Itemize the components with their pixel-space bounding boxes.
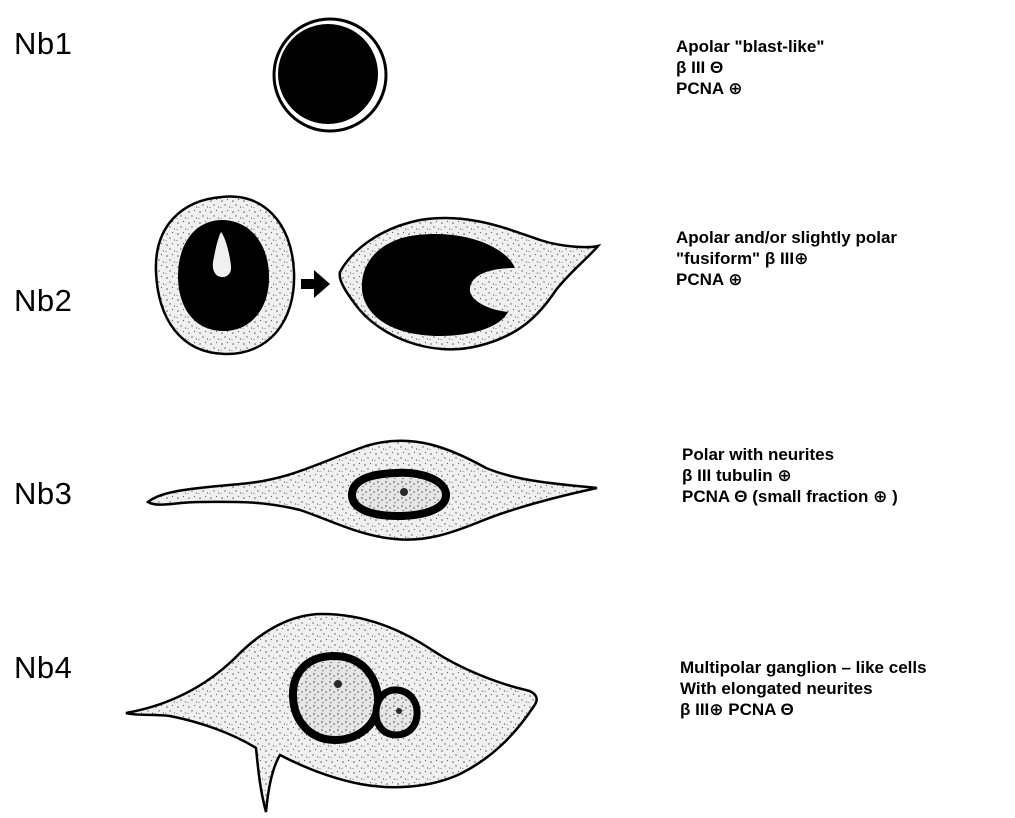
description-line: PCNA ⊕: [676, 269, 897, 290]
description-line: With elongated neurites: [680, 678, 927, 699]
nb1-nucleus: [278, 24, 378, 124]
nb2-apolar-cell: [156, 196, 294, 354]
nb1-cell: [274, 19, 386, 131]
nb4-nucleus-large: [293, 656, 378, 740]
description-line: Apolar and/or slightly polar: [676, 227, 897, 248]
description-nb1: Apolar "blast-like" β III Θ PCNA ⊕: [676, 36, 824, 99]
stage-label-nb1: Nb1: [14, 28, 72, 59]
nb3-cell: [148, 441, 597, 540]
nb4-cell: [126, 614, 537, 812]
stage-label-nb2: Nb2: [14, 285, 72, 316]
description-line: PCNA Θ (small fraction ⊕ ): [682, 486, 898, 507]
description-line: PCNA ⊕: [676, 78, 824, 99]
description-nb2: Apolar and/or slightly polar "fusiform" …: [676, 227, 897, 290]
description-nb3: Polar with neurites β III tubulin ⊕ PCNA…: [682, 444, 898, 507]
nb3-nucleolus: [400, 488, 408, 496]
stage-label-nb3: Nb3: [14, 478, 72, 509]
nb3-nucleus: [352, 473, 446, 516]
description-line: Multipolar ganglion – like cells: [680, 657, 927, 678]
description-line: Apolar "blast-like": [676, 36, 824, 57]
description-line: Polar with neurites: [682, 444, 898, 465]
stage-label-nb4: Nb4: [14, 652, 72, 683]
description-nb4: Multipolar ganglion – like cells With el…: [680, 657, 927, 720]
description-line: β III tubulin ⊕: [682, 465, 898, 486]
right-arrow-icon: [301, 270, 330, 298]
description-line: "fusiform" β III⊕: [676, 248, 897, 269]
description-line: β III⊕ PCNA Θ: [680, 699, 927, 720]
description-line: β III Θ: [676, 57, 824, 78]
nb2-fusiform-cell: [340, 218, 598, 349]
nb4-nucleolus-small: [396, 708, 402, 714]
nb4-nucleolus-large: [334, 680, 342, 688]
